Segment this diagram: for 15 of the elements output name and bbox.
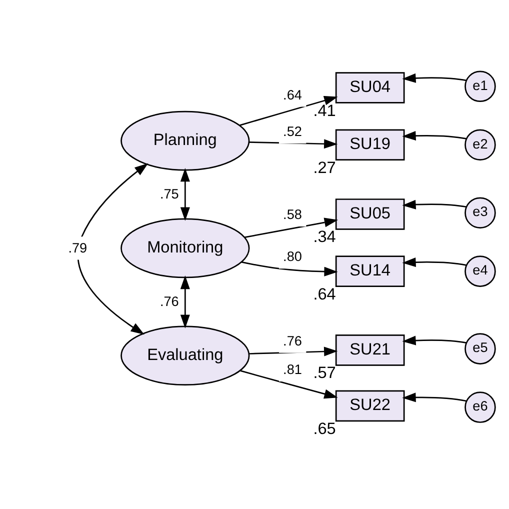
node-label: .57: [313, 364, 336, 382]
edge-label: .76: [160, 293, 179, 308]
edge-label: .64: [283, 86, 302, 102]
node-label: .65: [313, 419, 336, 438]
edge-label: .79: [68, 240, 88, 255]
node-label: .27: [313, 158, 336, 176]
edge-label: .58: [283, 206, 302, 222]
edge-label: .76: [283, 332, 302, 348]
node-label: .34: [313, 228, 336, 246]
edge-label: .80: [283, 248, 302, 264]
edge-label: .81: [283, 361, 302, 376]
edge-label: .52: [283, 124, 302, 139]
node-label: .41: [313, 101, 336, 120]
edge-label: .75: [160, 186, 179, 202]
node-label: .64: [313, 284, 336, 303]
